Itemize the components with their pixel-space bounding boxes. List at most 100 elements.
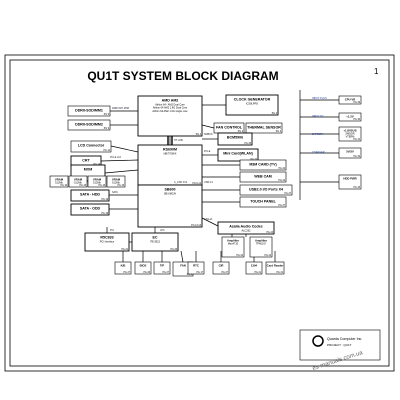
block-rtc-box (187, 261, 205, 275)
title-block: Quanta Computer Inc. PROJECT : QU1T (299, 329, 381, 361)
block-bios-page-ref: PG 26 (143, 272, 150, 274)
block-nb-sub: NB/770M/X (164, 153, 177, 156)
block-touch-box (239, 196, 287, 208)
block-cir-box (212, 261, 230, 275)
bus-label: AZALIA (204, 218, 213, 221)
block-amp1-label: Amplifier (227, 239, 240, 243)
right-note: BATTERY (312, 133, 324, 136)
block-vram3-box (87, 175, 107, 188)
block-cardreader-page-ref: PG 21 (276, 272, 283, 274)
block-cpuvr-label: CPU VR (345, 98, 356, 102)
bus-wire (104, 169, 139, 174)
block-audio-page-ref: PG 24 (266, 232, 273, 234)
block-cpu-sub: Athlon 64 AM2 1.6G single core (152, 110, 188, 113)
block-ec-sub: ITE 8512 (150, 241, 161, 244)
bus-label: SMBUS (204, 133, 213, 136)
block-ir1394-label: 1394 (251, 264, 258, 268)
block-vram2-page-ref: PG 16 (79, 185, 86, 187)
block-vram1-page-ref: PG 16 (60, 185, 67, 187)
block-vram4-label: VRAM (112, 178, 121, 182)
block-audio-sub: ALC262 (241, 230, 251, 233)
right-note: INPUT DC (312, 115, 324, 118)
block-ddr2b-label: DDRII-SODIMM2 (75, 123, 103, 127)
bus-label: PCI-E x16 (110, 156, 122, 159)
bus-wire (201, 217, 219, 227)
bus-label: USB 2.0 (204, 181, 214, 184)
block-ec-page-ref: PG 26 (170, 249, 177, 251)
block-tp-box (153, 261, 171, 275)
bus-wire (110, 145, 139, 153)
block-amp1-box (221, 236, 245, 258)
block-m3card-box (239, 159, 287, 171)
block-sb-box (137, 184, 203, 228)
block-vram3-page-ref: PG 16 (98, 185, 105, 187)
block-audio-box (217, 221, 275, 235)
bus-label: SATA (112, 191, 118, 194)
block-sb-page-ref: PG 13-16 (191, 225, 202, 227)
block-kbd-label: K/B (121, 264, 126, 268)
block-usb-box (239, 184, 293, 196)
block-bios-box (134, 261, 152, 275)
block-webcam-box (239, 171, 287, 183)
block-bcm-page-ref: PG 25 (244, 143, 251, 145)
block-amp2-page-ref: PG 24 (264, 255, 271, 257)
block-sata_hdd-box (70, 189, 110, 202)
block-fan-page-ref: PG 3 (238, 131, 244, 133)
block-v5v3-page-ref: PG 32 (353, 156, 360, 158)
block-clock-box (225, 94, 279, 116)
block-m3card: M3M CARD (TV)PG 22 (239, 159, 287, 171)
block-amp2-box (249, 236, 273, 258)
bus-wires (95, 90, 339, 263)
block-sata_odd-label: SATA - ODD (80, 207, 101, 211)
block-m3card-label: M3M CARD (TV) (249, 163, 277, 167)
block-clock-sub: ICS9LPRS (246, 103, 258, 106)
bus-label: A_LINK 4X4 (174, 181, 188, 184)
block-v12-box (338, 112, 362, 122)
block-vram2-sub: 512Mb (74, 182, 82, 185)
block-vram3-label: VRAM (93, 178, 102, 182)
block-ddr2b-page-ref: PG 9 (104, 128, 110, 130)
block-hdd-label: HDD PWR (343, 177, 356, 181)
block-crt-label: CRT (82, 159, 90, 163)
block-fan-label: FAN CONTROL (216, 126, 243, 130)
block-mxm-label: MXM (84, 168, 92, 172)
block-sata_odd-box (70, 203, 110, 216)
bus-wire (100, 159, 139, 162)
block-amp1-sub: Max4710 (228, 243, 239, 246)
block-cir-page-ref: PG 27 (221, 272, 228, 274)
block-lcd-page-ref: PG 14 (103, 150, 110, 152)
block-vram4-page-ref: PG 16 (117, 185, 124, 187)
block-cir-label: CIR (219, 264, 224, 268)
block-bcm-box (217, 132, 253, 146)
block-ddr2a-page-ref: PG 9 (104, 114, 110, 116)
block-sata_odd-page-ref: PG 19 (101, 213, 108, 215)
block-m3card-page-ref: PG 22 (278, 168, 285, 170)
logo-project: PROJECT : QU1T (327, 343, 352, 347)
block-tp-label: T/P (160, 264, 164, 268)
logo-company: Quanta Computer Inc. (327, 337, 362, 341)
block-bcm-label: BCM5906 (227, 136, 243, 140)
block-bcm: BCM5906 PG 25 (217, 132, 253, 146)
block-vram4-sub: 512Mb (112, 182, 120, 185)
block-ir1394-box (245, 261, 263, 275)
block-v18-sub: SMDDR (345, 133, 354, 136)
block-cpu-box (137, 95, 203, 137)
block-v18-page-ref: PG 31 (353, 139, 360, 141)
